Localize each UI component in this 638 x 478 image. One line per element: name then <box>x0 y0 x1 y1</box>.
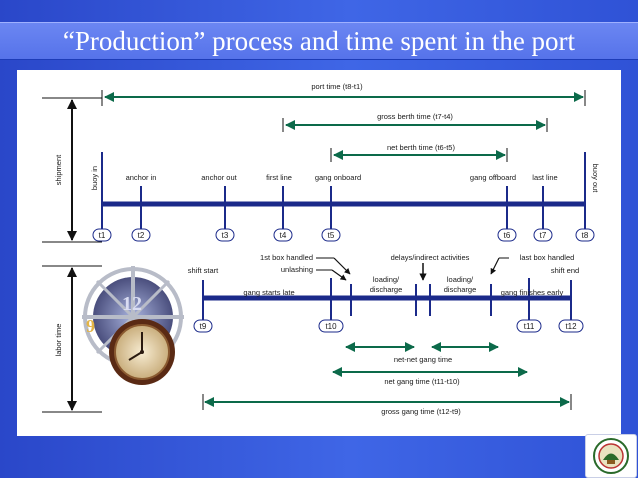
first-box-label: 1st box handled <box>260 253 313 262</box>
buoy-in-label: buoy in <box>90 166 99 190</box>
shipment-axis-label: shipment <box>54 154 63 185</box>
loading-label-1: loading/discharge <box>370 275 403 294</box>
diagram-panel: shipment port time (t8-t1) gross berth t… <box>17 70 621 436</box>
clock-numeral-9: 9 <box>86 316 95 336</box>
event-label-anchor-out: anchor out <box>201 173 237 182</box>
shift-end-label: shift end <box>551 266 579 275</box>
tick-t3: t3 <box>222 231 229 240</box>
shipment-tick-labels: t1 t2 t3 t4 t5 t6 t7 t8 <box>92 228 595 242</box>
tick-t9: t9 <box>200 322 207 331</box>
shipment-event-markers <box>140 186 544 232</box>
gross-berth-label: gross berth time (t7-t4) <box>377 112 453 121</box>
gang-finishes-early-label: gang finishes early <box>501 288 564 297</box>
port-time-label: port time (t8-t1) <box>311 82 363 91</box>
event-label-gang-onboard: gang onboard <box>315 173 361 182</box>
tick-t4: t4 <box>280 231 287 240</box>
unlashing-label: unlashing <box>281 265 313 274</box>
tick-t10: t10 <box>325 322 337 331</box>
event-label-anchor-in: anchor in <box>126 173 157 182</box>
tick-t6: t6 <box>504 231 511 240</box>
labor-event-markers <box>330 278 530 322</box>
slide-title: “Production” process and time spent in t… <box>62 26 576 56</box>
gang-starts-late-label: gang starts late <box>243 288 294 297</box>
title-bar: “Production” process and time spent in t… <box>0 22 638 60</box>
tick-t7: t7 <box>540 231 547 240</box>
gross-gang-label: gross gang time (t12-t9) <box>381 407 461 416</box>
last-box-label: last box handled <box>520 253 575 262</box>
event-label-last-line: last line <box>532 173 557 182</box>
tick-t8: t8 <box>582 231 589 240</box>
buoy-out-label: buoy out <box>591 164 600 194</box>
clock-illustration: 12 9 <box>82 266 184 385</box>
tick-t11: t11 <box>524 322 535 331</box>
delays-label: delays/indirect activities <box>391 253 470 262</box>
tick-t1: t1 <box>99 231 106 240</box>
port-time-diagram: shipment port time (t8-t1) gross berth t… <box>42 82 600 416</box>
net-gang-label: net gang time (t11-t10) <box>384 377 460 386</box>
unlashing-arrow <box>331 269 347 281</box>
labor-axis-label: labor time <box>54 324 63 357</box>
clock-numeral-12: 12 <box>122 293 142 315</box>
first-box-arrow <box>333 257 351 275</box>
labor-tick-labels: t9 t10 t11 t12 <box>193 319 584 333</box>
shift-start-label: shift start <box>188 266 219 275</box>
event-label-gang-offboard: gang offboard <box>470 173 516 182</box>
net-berth-label: net berth time (t6-t5) <box>387 143 455 152</box>
event-label-first-line: first line <box>266 173 292 182</box>
seal-icon <box>593 438 629 474</box>
logo-seal <box>585 434 637 478</box>
tick-t2: t2 <box>138 231 145 240</box>
net-net-gang-label: net-net gang time <box>394 355 452 364</box>
last-box-arrow <box>490 257 500 275</box>
loading-label-2: loading/discharge <box>444 275 477 294</box>
tick-t5: t5 <box>328 231 335 240</box>
tick-t12: t12 <box>565 322 577 331</box>
